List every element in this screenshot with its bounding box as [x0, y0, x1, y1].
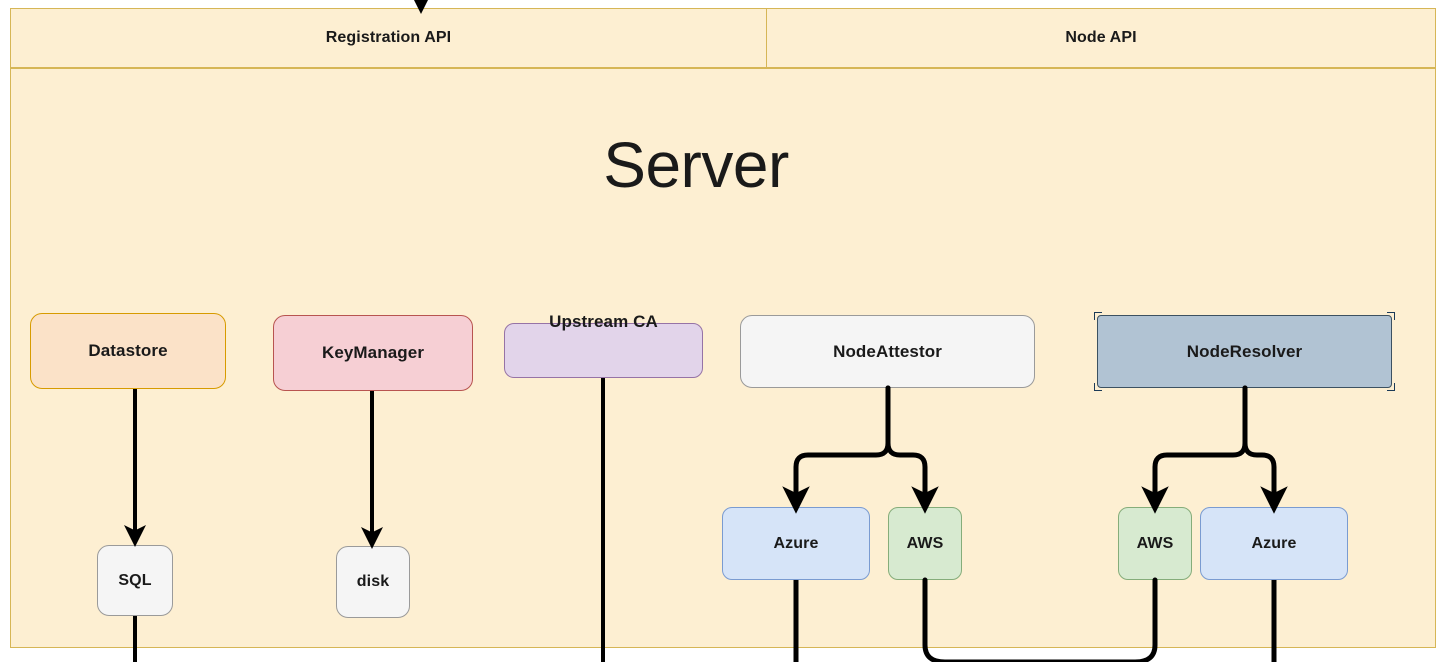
node-noderesolver-label: NodeResolver	[1186, 341, 1303, 361]
node-sql[interactable]: SQL	[97, 545, 173, 616]
registration-api-header[interactable]: Registration API	[10, 8, 767, 68]
node-attestor-azure[interactable]: Azure	[722, 507, 870, 580]
handle-top-left[interactable]	[1094, 312, 1102, 320]
node-nodeattestor-label: NodeAttestor	[833, 341, 942, 361]
node-resolver-aws-label: AWS	[1136, 534, 1174, 552]
node-disk-label: disk	[356, 573, 390, 590]
node-nodeattestor[interactable]: NodeAttestor	[740, 315, 1035, 388]
node-resolver-azure-label: Azure	[1251, 534, 1297, 552]
page-title: Server	[603, 129, 789, 201]
node-api-header[interactable]: Node API	[766, 8, 1436, 68]
node-resolver-aws[interactable]: AWS	[1118, 507, 1192, 580]
node-attestor-aws-label: AWS	[906, 534, 944, 552]
node-attestor-aws[interactable]: AWS	[888, 507, 962, 580]
node-keymanager[interactable]: KeyManager	[273, 315, 473, 391]
node-noderesolver[interactable]: NodeResolver	[1094, 312, 1395, 391]
node-keymanager-label: KeyManager	[321, 343, 425, 362]
node-resolver-azure[interactable]: Azure	[1200, 507, 1348, 580]
node-upstream-ca[interactable]: Upstream CA	[504, 312, 703, 378]
node-upstream-ca-label: Upstream CA	[549, 312, 658, 331]
handle-bottom-right[interactable]	[1387, 383, 1395, 391]
node-datastore-label: Datastore	[88, 341, 168, 360]
node-datastore[interactable]: Datastore	[30, 313, 226, 389]
registration-api-label: Registration API	[325, 29, 452, 46]
node-api-label: Node API	[1065, 29, 1137, 46]
selection-handles[interactable]	[1094, 312, 1395, 391]
node-disk[interactable]: disk	[336, 546, 410, 618]
node-attestor-azure-label: Azure	[773, 534, 819, 552]
handle-top-right[interactable]	[1387, 312, 1395, 320]
handle-bottom-left[interactable]	[1094, 383, 1102, 391]
node-sql-label: SQL	[118, 571, 152, 589]
